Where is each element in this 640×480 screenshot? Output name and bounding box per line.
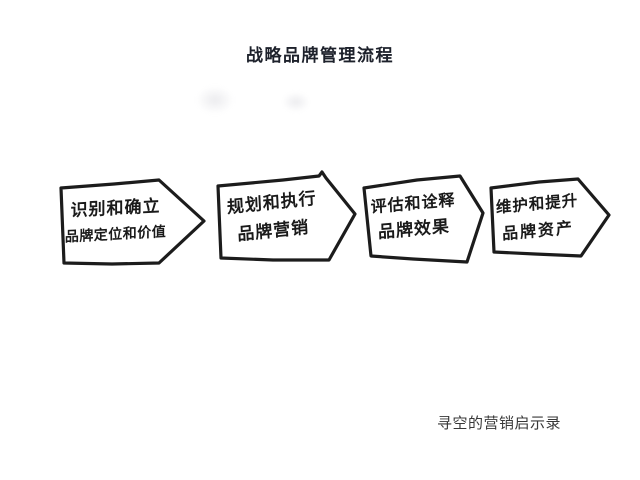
arrow-shape-icon bbox=[362, 174, 485, 264]
process-step-3: 评估和诠释 品牌效果 bbox=[359, 168, 486, 265]
step-text: 维护和提升 品牌资产 bbox=[486, 169, 613, 265]
page-title: 战略品牌管理流程 bbox=[246, 46, 394, 66]
step-line2: 品牌效果 bbox=[377, 217, 451, 244]
process-step-2: 规划和执行 品牌营销 bbox=[213, 170, 358, 263]
step-text: 规划和执行 品牌营销 bbox=[211, 162, 360, 270]
step-line1: 评估和诠释 bbox=[370, 189, 456, 217]
arrow-shape-icon bbox=[59, 178, 206, 266]
step-line1: 识别和确立 bbox=[70, 196, 161, 222]
step-line2: 品牌营销 bbox=[236, 217, 310, 246]
step-line2: 品牌定位和价值 bbox=[64, 224, 167, 246]
credit-text: 寻空的营销启示录 bbox=[437, 414, 562, 432]
step-text: 评估和诠释 品牌效果 bbox=[358, 162, 488, 270]
process-step-4: 维护和提升 品牌资产 bbox=[487, 174, 612, 259]
step-text: 识别和确立 品牌定位和价值 bbox=[54, 171, 207, 271]
step-line2: 品牌资产 bbox=[501, 217, 575, 243]
step-line1: 维护和提升 bbox=[495, 191, 579, 217]
arrow-shape-icon bbox=[489, 177, 611, 258]
arrow-shape-icon bbox=[216, 170, 357, 262]
step-line1: 规划和执行 bbox=[226, 188, 318, 219]
process-step-1: 识别和确立 品牌定位和价值 bbox=[54, 175, 207, 267]
